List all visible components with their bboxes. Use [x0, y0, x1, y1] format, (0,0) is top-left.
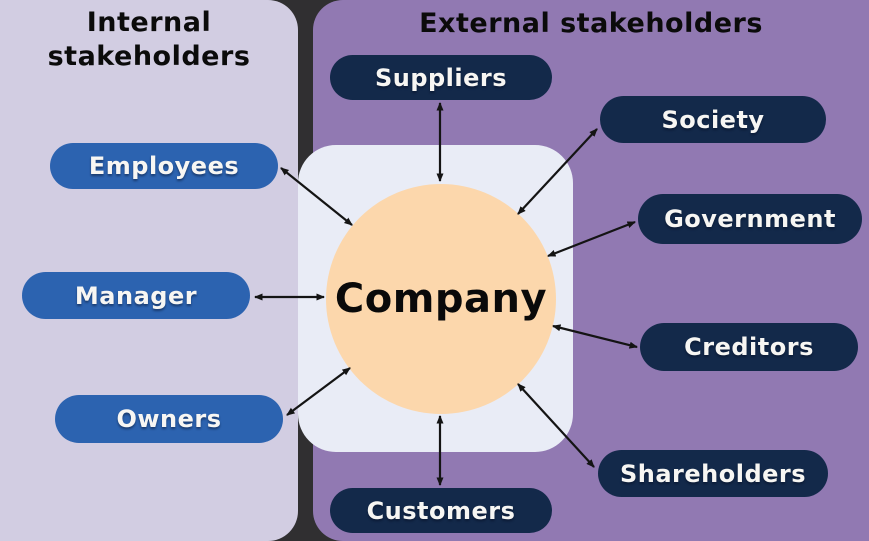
node-manager: Manager	[22, 272, 250, 319]
internal-panel-title: Internal stakeholders	[47, 7, 251, 72]
node-shareholders: Shareholders	[598, 450, 828, 497]
external-panel-title: External stakeholders	[419, 8, 763, 39]
node-suppliers-label: Suppliers	[374, 63, 508, 92]
internal-stakeholders-panel	[0, 0, 298, 541]
node-customers: Customers	[330, 488, 552, 533]
company-label: Company	[334, 276, 548, 322]
node-shareholders-label: Shareholders	[619, 459, 807, 488]
node-employees: Employees	[50, 143, 278, 189]
company-node: Company	[326, 184, 556, 414]
node-government-label: Government	[664, 205, 836, 233]
node-creditors-label: Creditors	[684, 333, 814, 361]
node-employees-label: Employees	[88, 152, 240, 180]
node-government: Government	[638, 194, 862, 244]
node-creditors: Creditors	[640, 323, 858, 371]
node-society-label: Society	[661, 105, 765, 134]
node-owners: Owners	[55, 395, 283, 443]
node-owners-label: Owners	[116, 405, 222, 433]
node-suppliers: Suppliers	[330, 55, 552, 100]
node-society: Society	[600, 96, 826, 143]
node-manager-label: Manager	[74, 281, 198, 310]
node-customers-label: Customers	[366, 496, 516, 525]
